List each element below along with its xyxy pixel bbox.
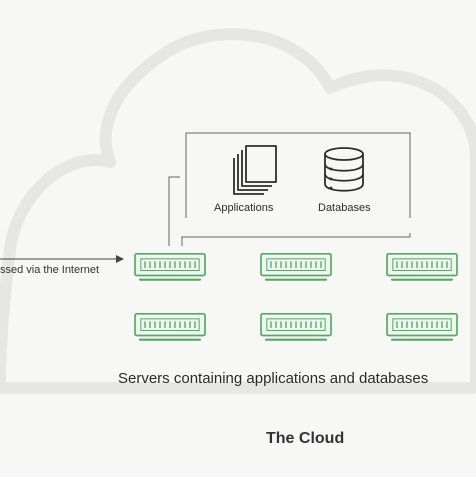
bracket-box [185, 132, 411, 218]
applications-label: Applications [214, 202, 274, 214]
databases-label: Databases [318, 202, 371, 214]
internet-label: ssed via the Internet [0, 264, 100, 276]
documents-stack-icon [233, 145, 277, 195]
internet-arrow-head [116, 255, 124, 263]
connector-right [181, 233, 411, 246]
server-rack-icon [260, 253, 332, 281]
server-rack-icon [386, 253, 458, 281]
cloud-title: The Cloud [266, 430, 345, 447]
cloud-outline [0, 28, 476, 394]
database-dots [329, 167, 333, 190]
server-rack-icon [134, 253, 206, 281]
connector-left [168, 176, 180, 246]
server-rack-icon [260, 313, 332, 341]
server-rack-icon [134, 313, 206, 341]
database-cylinder-icon [324, 147, 364, 192]
server-rack-icon [386, 313, 458, 341]
servers-caption: Servers containing applications and data… [118, 370, 429, 387]
